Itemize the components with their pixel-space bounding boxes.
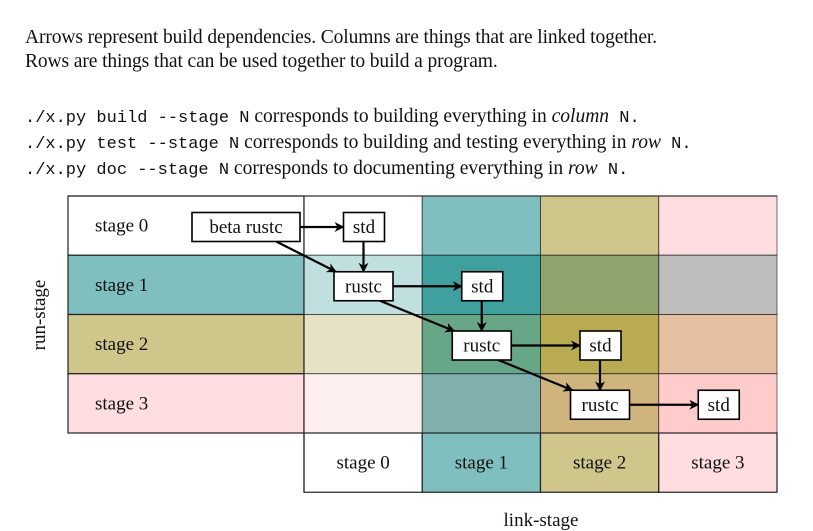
grid-cell [658, 314, 778, 375]
row-label-cell [67, 313, 305, 375]
command-emphasis: row [568, 158, 598, 179]
grid-cell [303, 314, 423, 375]
node-box [451, 330, 513, 361]
grid-cells [67, 195, 778, 493]
node-label: rustc [582, 395, 619, 416]
col-label: stage 2 [573, 453, 626, 474]
command-build: ./x.py build --stage N corresponds to bu… [25, 105, 692, 131]
node-rustc1: rustc [333, 270, 394, 302]
node-box [460, 270, 504, 302]
node-std1: std [460, 270, 504, 302]
row-label: stage 0 [95, 216, 148, 237]
command-tail: N. [609, 109, 640, 128]
command-emphasis: column [551, 106, 610, 127]
col-label-cell [539, 432, 660, 493]
node-box [342, 211, 386, 243]
node-label: std [589, 336, 612, 357]
node-label: std [708, 395, 731, 416]
row-label: stage 3 [95, 393, 148, 414]
command-test: ./x.py test --stage N corresponds to bui… [25, 131, 692, 157]
command-tail: N. [597, 161, 629, 180]
link-stage-axis-label: link-stage [504, 510, 579, 531]
command-doc: ./x.py doc --stage N corresponds to docu… [25, 157, 692, 183]
intro-line-1: Arrows represent build dependencies. Col… [25, 27, 657, 48]
row-label-cell [67, 254, 305, 316]
command-code: ./x.py doc --stage N [25, 161, 230, 180]
grid-cell [421, 195, 541, 256]
grid-cell [540, 254, 660, 315]
command-desc: corresponds to building everything in [249, 106, 552, 127]
node-label: rustc [345, 276, 382, 297]
node-label: rustc [463, 336, 500, 357]
node-std0: std [342, 211, 386, 243]
arrow-rustc2-to-rustc3 [497, 358, 574, 392]
col-label-cell [658, 432, 778, 493]
dependency-arrows [275, 222, 700, 410]
grid-cell [421, 373, 541, 434]
arrow-rustc1-to-rustc2 [379, 299, 456, 333]
grid-labels: stage 0 stage 1 stage 2 stage 3 stage 0 stage… [95, 216, 745, 474]
row-label: stage 2 [95, 334, 148, 355]
node-std3: std [697, 389, 741, 421]
node-box [579, 330, 622, 361]
command-code: ./x.py test --stage N [25, 135, 240, 154]
grid-cell [303, 373, 423, 434]
node-std2: std [579, 330, 622, 361]
col-label: stage 0 [336, 453, 389, 474]
node-label: beta rustc [209, 217, 282, 238]
node-box [697, 389, 741, 421]
grid-cell [540, 195, 660, 256]
node-label: std [471, 276, 494, 297]
command-tail: N. [660, 135, 692, 154]
node-beta-rustc: beta rustc [191, 211, 301, 243]
row-label-cell [67, 373, 305, 434]
grid-cell [658, 254, 778, 315]
command-list: ./x.py build --stage N corresponds to bu… [25, 105, 692, 183]
intro-line-2: Rows are things that can be used togethe… [25, 51, 498, 72]
row-label: stage 1 [95, 275, 148, 296]
command-emphasis: row [631, 132, 661, 153]
command-code: ./x.py build --stage N [25, 109, 250, 128]
build-nodes: beta rustc std rustc std rustc std rustc std [191, 211, 741, 421]
col-label: stage 1 [455, 453, 508, 474]
grid-cell [658, 195, 778, 256]
node-label: std [353, 217, 376, 238]
command-desc: corresponds to documenting everything in [229, 158, 569, 179]
col-label: stage 3 [691, 453, 744, 474]
node-box [569, 389, 631, 421]
command-desc: corresponds to building and testing ever… [239, 132, 632, 153]
arrow-beta-rustc-to-rustc1 [275, 240, 337, 273]
node-box [333, 270, 394, 302]
intro-text: Arrows represent build dependencies. Col… [25, 26, 657, 74]
run-stage-axis-label: run-stage [29, 280, 50, 351]
node-rustc3: rustc [569, 389, 631, 421]
node-box [191, 211, 301, 243]
node-rustc2: rustc [451, 330, 513, 361]
col-label-cell [421, 432, 542, 493]
